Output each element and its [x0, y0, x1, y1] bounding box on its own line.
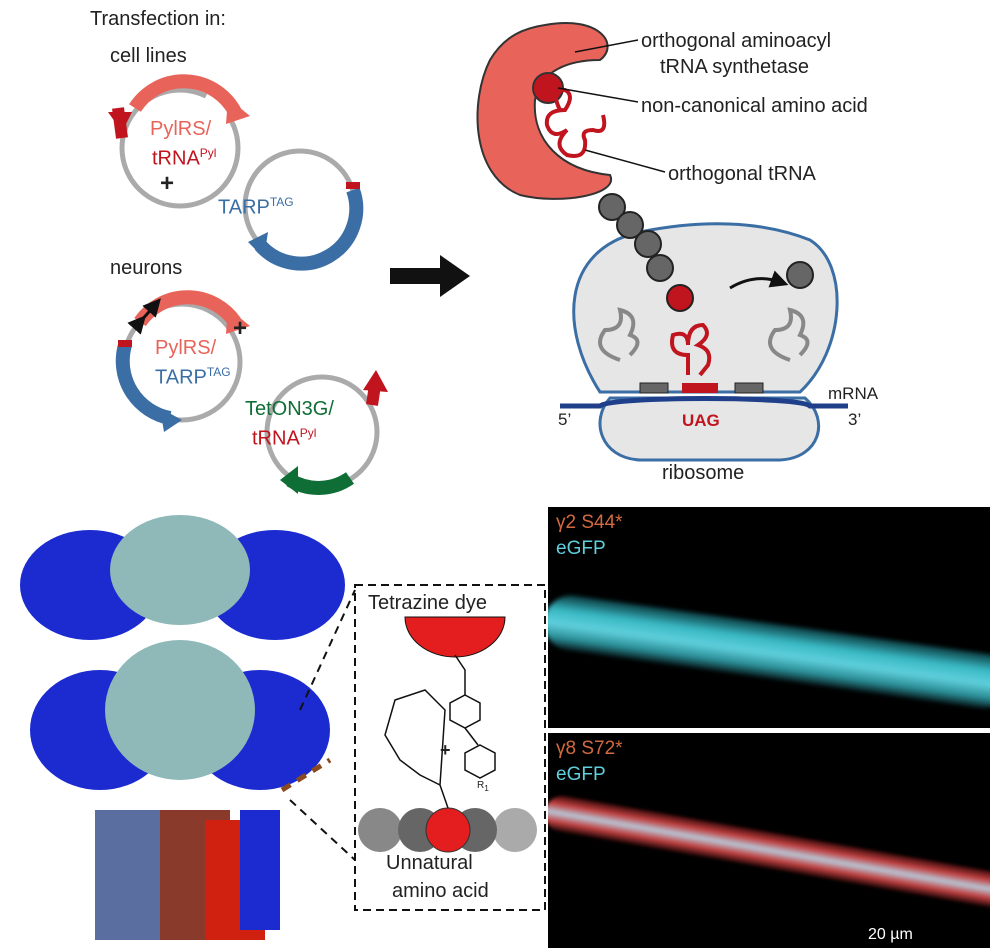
- plasmid-label-sup: TAG: [269, 195, 294, 209]
- three-prime-label: 3’: [848, 410, 862, 429]
- mrna-label: mRNA: [828, 384, 879, 403]
- ribosome-label: ribosome: [662, 462, 745, 484]
- plasmid-label-text: TARP: [155, 366, 207, 389]
- unnatural-aa-label: amino acid: [392, 880, 489, 902]
- plasmid-label-sup: Pyl: [199, 146, 217, 160]
- plasmid-label: PylRS/: [150, 118, 212, 140]
- r-group-sub: 1: [484, 783, 489, 793]
- plasmid-pylrs-tarp: [115, 290, 250, 432]
- transfection-title: Transfection in:: [90, 8, 226, 30]
- ribosome-illustration: [560, 193, 848, 462]
- scale-bar-label: 20 µm: [868, 926, 913, 943]
- plasmid-label-sup: Pyl: [299, 426, 317, 440]
- plasmid-tarp-tag: [242, 148, 364, 271]
- synthetase-illustration: [476, 22, 666, 200]
- legend-synthetase: orthogonal aminoacyl: [641, 30, 832, 52]
- plus-sign: +: [440, 740, 451, 760]
- click-chemistry-inset: [354, 584, 546, 911]
- legend-trna: orthogonal tRNA: [668, 163, 816, 185]
- plasmid-label: PylRS/: [155, 337, 217, 359]
- micrograph-gamma8: [548, 733, 990, 948]
- plasmid-label: tRNAPyl: [152, 146, 216, 171]
- micrograph-top-label: γ2 S44*: [556, 512, 623, 533]
- plus-sign: +: [160, 170, 175, 197]
- tetrazine-dye-label: Tetrazine dye: [368, 592, 487, 614]
- uag-codon-label: UAG: [682, 411, 720, 430]
- unnatural-aa-label: Unnatural: [386, 852, 473, 874]
- plasmid-label-text: tRNA: [252, 427, 300, 450]
- micrograph-gamma2: [548, 507, 990, 728]
- legend-ncaa: non-canonical amino acid: [641, 95, 868, 117]
- plasmid-label: tRNAPyl: [252, 426, 316, 451]
- micrograph-bottom-label: γ8 S72*: [556, 738, 623, 759]
- tarp-receptor-structure: [20, 515, 356, 940]
- plasmid-label-sup: TAG: [206, 365, 231, 379]
- plasmid-pylrs-trna: [108, 74, 250, 209]
- neurons-label: neurons: [110, 257, 183, 279]
- plasmid-label-text: tRNA: [152, 147, 200, 170]
- plus-sign: +: [233, 315, 248, 342]
- legend-synthetase: tRNA synthetase: [660, 56, 809, 78]
- micrograph-top-channel: eGFP: [556, 538, 606, 559]
- plasmid-label: TARPTAG: [218, 195, 294, 220]
- r-group-label: R1: [477, 780, 489, 793]
- micrograph-bottom-channel: eGFP: [556, 764, 606, 785]
- cell-lines-label: cell lines: [110, 45, 187, 67]
- process-arrow: [390, 255, 470, 297]
- plasmid-label: TetON3G/: [245, 398, 334, 420]
- five-prime-label: 5’: [558, 410, 572, 429]
- plasmid-label-text: TARP: [218, 196, 270, 219]
- plasmid-teton3g-trna: [264, 370, 388, 495]
- r-group-text: R: [477, 780, 485, 791]
- plasmid-label: TARPTAG: [155, 365, 231, 390]
